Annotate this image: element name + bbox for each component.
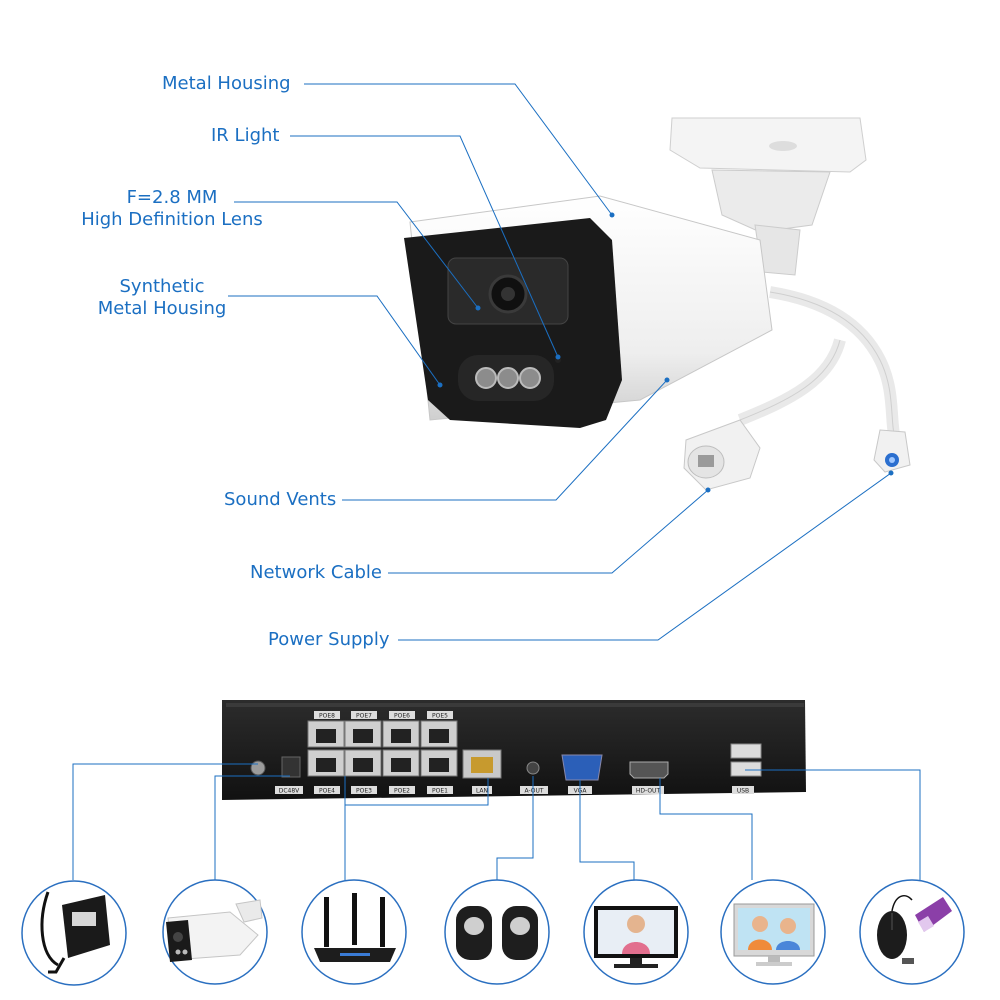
callout-lines (228, 83, 892, 641)
poe2-label: POE2 (394, 788, 410, 795)
callout-line-sound-vents (342, 379, 668, 501)
line-speaker (496, 776, 534, 880)
callout-line-metal-housing (304, 83, 613, 216)
hdmi-monitor-icon (720, 879, 826, 985)
callout-metal-housing: Metal Housing (162, 73, 291, 94)
bullet-camera-icon (162, 879, 268, 985)
callout-line-lens (234, 201, 479, 309)
callout-synthetic-line1: Synthetic (119, 276, 205, 297)
callout-line-power-supply (398, 472, 892, 641)
usb-label: USB (737, 788, 749, 795)
callout-lens-line2: High Definition Lens (81, 209, 263, 230)
power-adapter-icon (21, 880, 127, 986)
callout-synthetic: Synthetic Metal Housing (95, 276, 229, 320)
callout-ir-light: IR Light (211, 125, 280, 146)
accessory-circles (21, 879, 965, 986)
lan-label: LAN (476, 788, 488, 795)
speakers-icon (444, 879, 550, 985)
poe5-label: POE5 (432, 713, 448, 720)
dc-label: DC48V (279, 788, 300, 795)
callout-dots (437, 212, 894, 493)
mouse-usb-icon (859, 879, 965, 985)
a-out-label: A-OUT (524, 788, 543, 795)
callout-lens: F=2.8 MM High Definition Lens (80, 187, 264, 231)
callout-lens-line1: F=2.8 MM (126, 187, 218, 208)
callout-line-network-cable (388, 489, 709, 574)
line-power (72, 763, 258, 880)
poe4-label: POE4 (319, 788, 335, 795)
poe3-label: POE3 (356, 788, 372, 795)
line-usb (745, 769, 921, 880)
poe6-label: POE6 (394, 713, 410, 720)
callout-power-supply: Power Supply (268, 629, 390, 650)
callout-synthetic-line2: Metal Housing (97, 298, 227, 319)
poe7-label: POE7 (356, 713, 372, 720)
callout-line-synthetic (228, 295, 441, 386)
callout-line-ir-light (290, 135, 559, 358)
nvr-connector-lines (72, 763, 921, 880)
router-icon (301, 879, 407, 985)
vga-monitor-icon (583, 879, 689, 985)
callout-sound-vents: Sound Vents (224, 489, 337, 510)
line-vga (579, 780, 635, 880)
line-camera (214, 775, 290, 880)
nvr-recorder (222, 700, 806, 800)
callout-network-cable: Network Cable (250, 562, 382, 583)
hd-out-label: HD-OUT (636, 788, 661, 795)
poe1-label: POE1 (432, 788, 448, 795)
line-hdmi (659, 778, 753, 880)
poe8-label: POE8 (319, 713, 335, 720)
camera-illustration (404, 117, 911, 491)
nvr-port-labels: POE8 POE7 POE6 POE5 POE4 POE3 POE2 POE1 … (275, 711, 754, 795)
